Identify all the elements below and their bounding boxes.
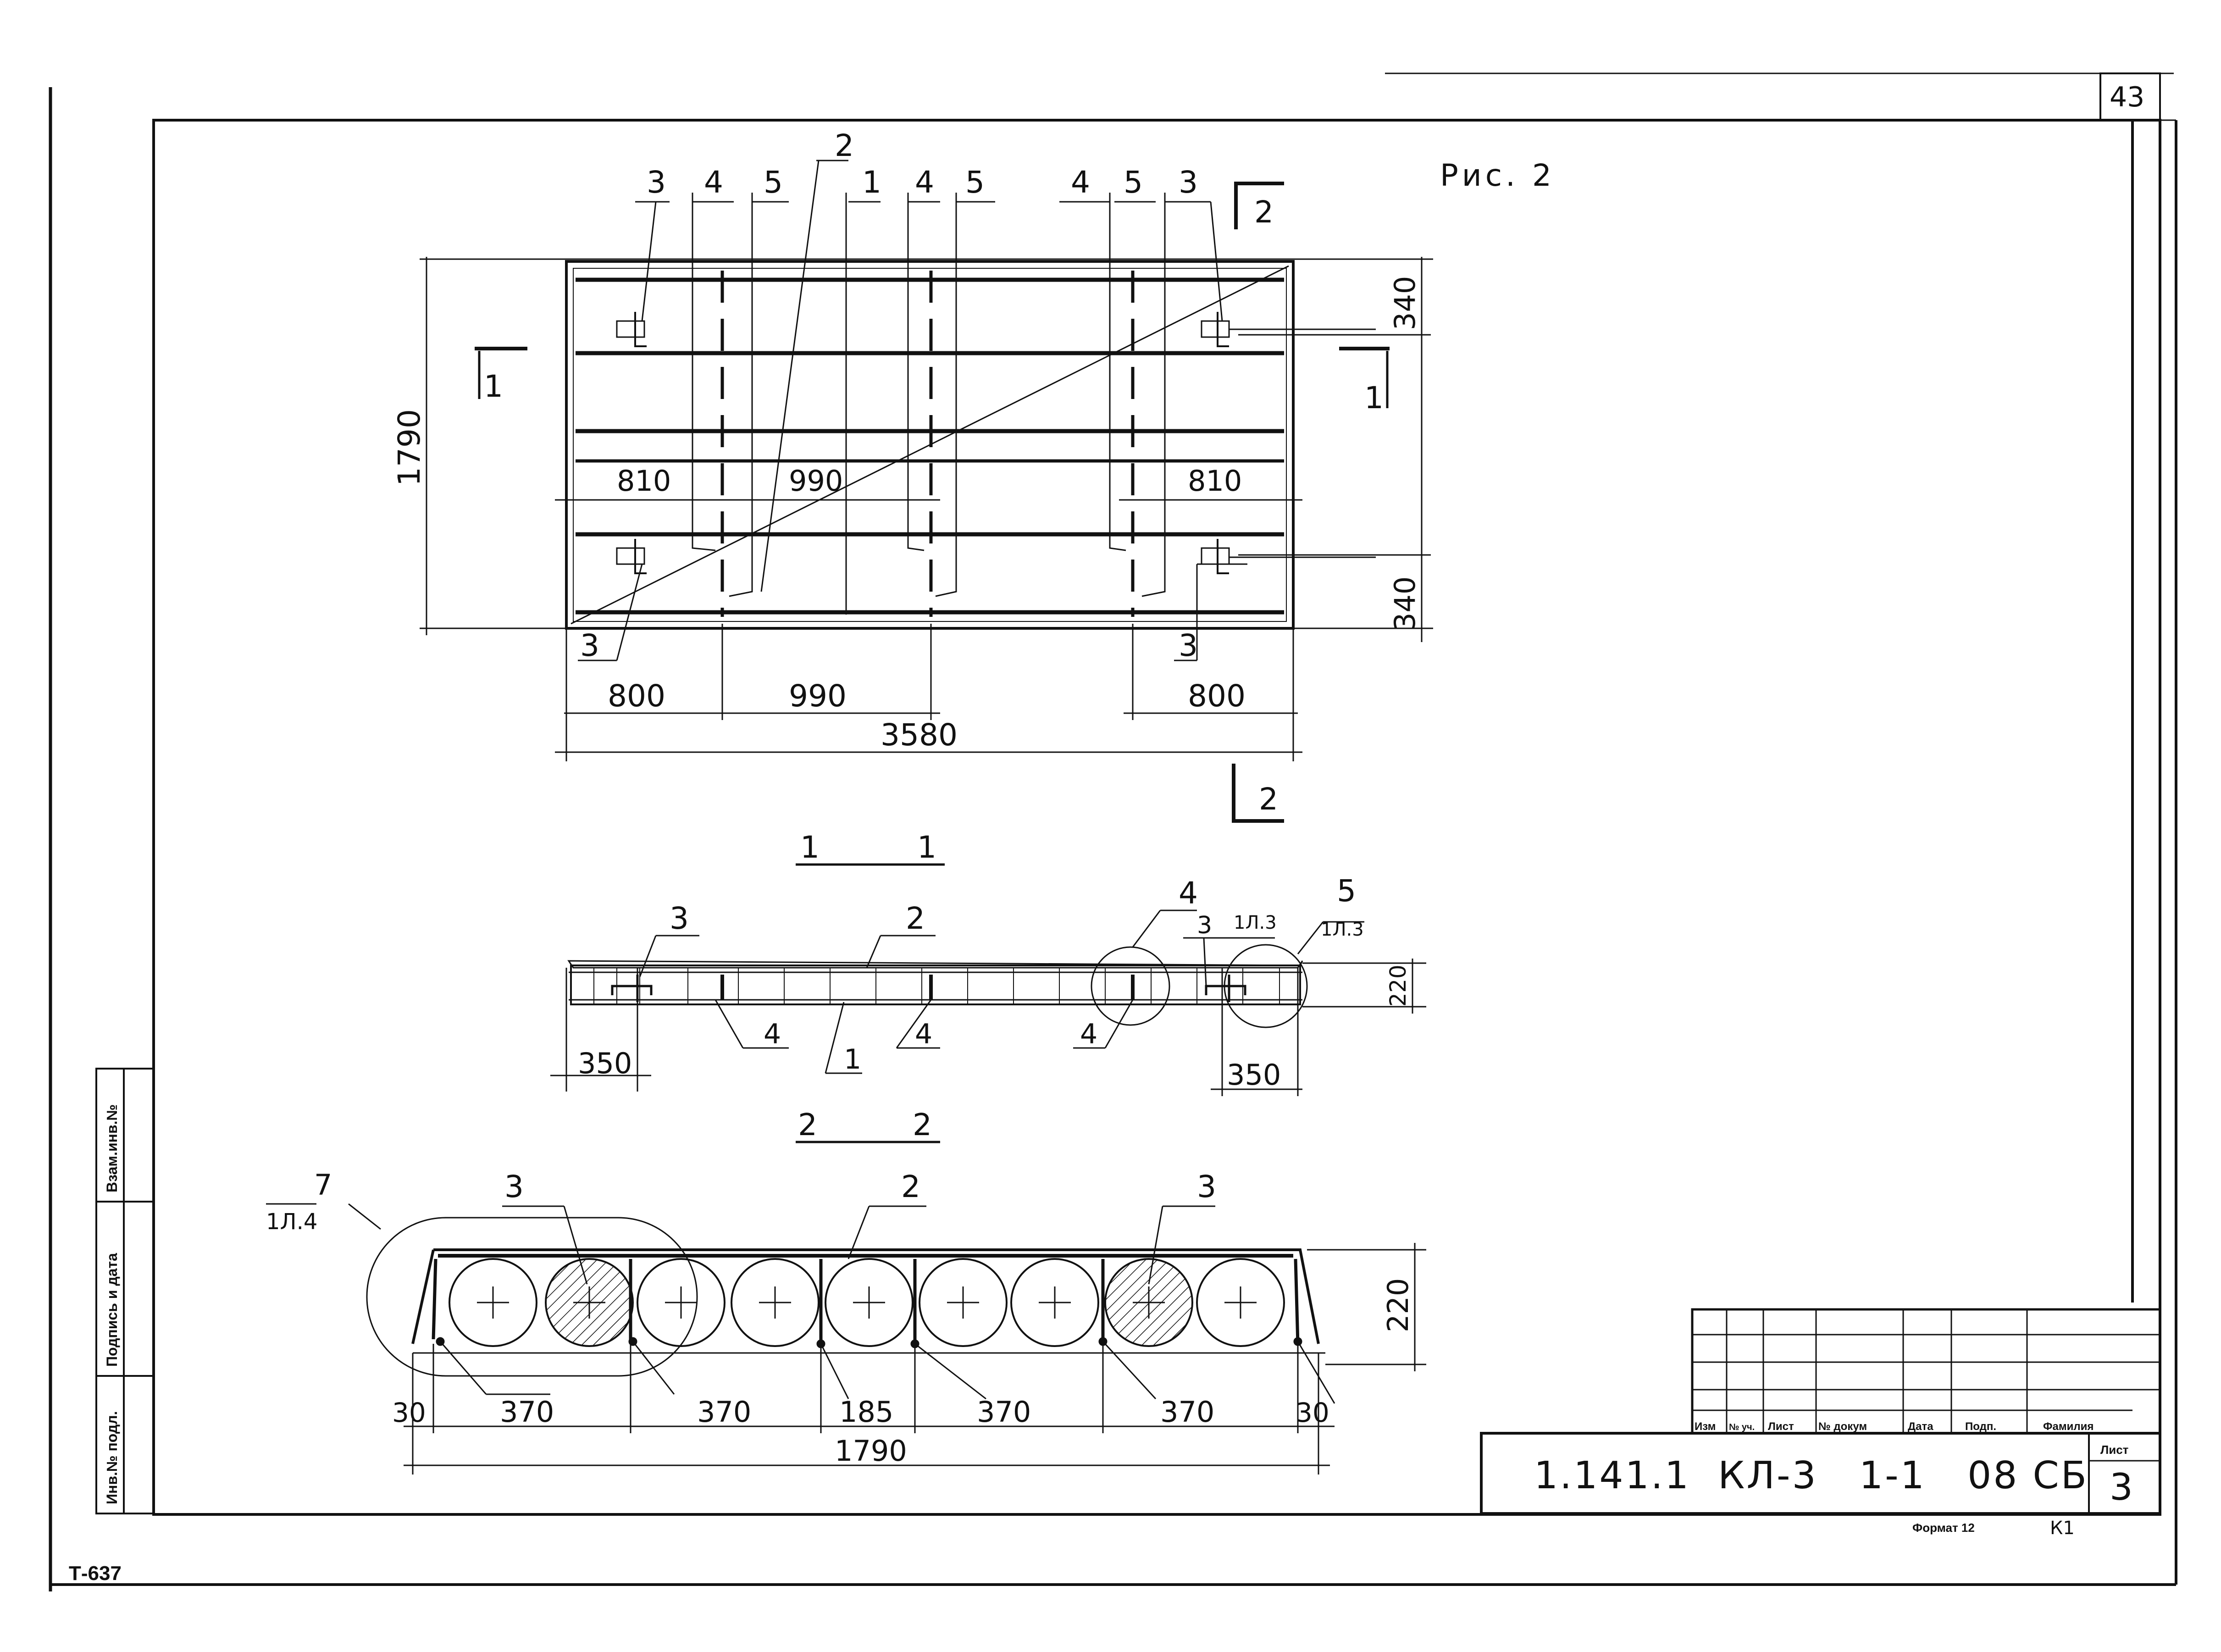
- side-stamp-field-replacement: Взам.инв.№: [104, 1104, 120, 1192]
- title-sheet-number: 3: [2110, 1466, 2133, 1508]
- section-1-1-callout-4-a: 4: [764, 1018, 781, 1050]
- section-2-2-overall-width: 1790: [835, 1434, 907, 1468]
- section-1-1-node-4: 4: [1179, 876, 1198, 911]
- section-1-1-callout-2: 2: [906, 901, 925, 936]
- title-sheet-label: Лист: [2100, 1443, 2129, 1457]
- corner-mark: К1: [2050, 1518, 2075, 1539]
- plan-callout-4b: 4: [915, 165, 934, 200]
- plan-view: [420, 160, 1433, 823]
- title-col-familiya: Фамилия: [2043, 1420, 2094, 1433]
- plan-overall-length: 3580: [881, 717, 958, 753]
- section-2-2-callout-7: 7: [314, 1168, 332, 1202]
- stamp-code: Т-637: [69, 1562, 122, 1585]
- plan-callout-2: 2: [835, 128, 854, 163]
- section-2-2-dim-30-left: 30: [392, 1397, 426, 1428]
- plan-edge-right-bottom: 340: [1388, 577, 1422, 631]
- plan-section-mark-top: 2: [1254, 194, 1274, 230]
- plan-inner-dim-810-left: 810: [617, 464, 671, 498]
- plan-callout-3-right: 3: [1179, 165, 1198, 200]
- plan-section-mark-left: 1: [484, 369, 503, 404]
- section-2-2-dim-370-b: 370: [697, 1395, 751, 1429]
- section-2-2-dim-370-c: 370: [977, 1395, 1031, 1429]
- page-number: 43: [2110, 81, 2144, 113]
- section-2-2-dim-30-right: 30: [1296, 1397, 1329, 1428]
- side-stamp: [95, 1068, 155, 1514]
- section-2-2-callout-3-left: 3: [504, 1169, 524, 1204]
- section-1-1-edge-left: 350: [578, 1047, 632, 1080]
- plan-callout-5c: 5: [1124, 165, 1143, 200]
- section-2-2-height: 220: [1381, 1278, 1415, 1332]
- plan-callout-4: 4: [704, 165, 723, 200]
- side-stamp-field-inv: Инв.№ подл.: [104, 1411, 120, 1504]
- plan-callout-4c: 4: [1071, 165, 1090, 200]
- section-2-2-dim-185: 185: [839, 1395, 893, 1429]
- section-2-2-callout-3-right: 3: [1197, 1169, 1216, 1204]
- plan-callout-1: 1: [862, 165, 881, 200]
- plan-bottom-dim-990: 990: [789, 678, 847, 714]
- title-col-izm: Изм: [1695, 1420, 1716, 1433]
- plan-inner-dim-810-right: 810: [1188, 464, 1242, 498]
- section-1-1-callout-3: 3: [670, 901, 689, 936]
- title-col-data: Дата: [1908, 1420, 1933, 1433]
- title-designation: 1.141.1 КЛ-3 1-1 08 СБ: [1534, 1454, 2088, 1497]
- format-label: Формат 12: [1912, 1521, 1975, 1535]
- plan-bottom-dim-800-left: 800: [608, 678, 665, 714]
- section-1-1-node-3: 3: [1197, 912, 1212, 939]
- title-col-uch: № уч.: [1729, 1422, 1755, 1432]
- section-1-1-title-left: 1: [800, 830, 820, 865]
- section-1-1-node-5: 5: [1337, 873, 1356, 909]
- plan-bottom-dim-800-right: 800: [1188, 678, 1246, 714]
- section-2-2-title-left: 2: [798, 1107, 817, 1142]
- side-stamp-field-signature: Подпись и дата: [104, 1253, 120, 1367]
- plan-inner-dim-990: 990: [789, 464, 843, 498]
- figure-label: Рис. 2: [1440, 158, 1555, 193]
- section-2-2-dim-370-a: 370: [500, 1395, 554, 1429]
- plan-callout-3-left: 3: [647, 165, 666, 200]
- section-1-1-node-5-ref: 1Л.3: [1321, 919, 1364, 940]
- section-2-2-callout-2: 2: [901, 1169, 920, 1204]
- section-1-1-callout-4-b: 4: [915, 1018, 932, 1050]
- section-1-1-height: 220: [1385, 965, 1411, 1007]
- section-1-1-edge-right: 350: [1227, 1058, 1281, 1092]
- section-1-1-callout-4-c: 4: [1080, 1018, 1097, 1050]
- title-col-podp: Подп.: [1965, 1420, 1996, 1433]
- plan-callout-5b: 5: [965, 165, 985, 200]
- plan-overall-height: 1790: [392, 409, 427, 486]
- plan-section-mark-right: 1: [1364, 380, 1384, 416]
- section-1-1-node-3-ref: 1Л.3: [1234, 912, 1277, 933]
- plan-edge-right-top: 340: [1388, 276, 1422, 330]
- section-2-2: [266, 1141, 1426, 1475]
- section-2-2-dim-370-d: 370: [1160, 1395, 1214, 1429]
- title-block: [1480, 1308, 2161, 1515]
- section-1-1-title-right: 1: [917, 830, 936, 865]
- plan-section-mark-bottom: 2: [1259, 782, 1278, 817]
- title-col-dokum: № докум: [1818, 1420, 1867, 1433]
- section-1-1: [550, 863, 1426, 1096]
- title-col-list: Лист: [1768, 1420, 1794, 1433]
- plan-callout-3-bottom-right: 3: [1179, 628, 1198, 663]
- section-2-2-title-right: 2: [913, 1107, 932, 1142]
- section-2-2-node-7-ref: 1Л.4: [266, 1209, 317, 1235]
- plan-callout-3-bottom-left: 3: [580, 628, 599, 663]
- sheet-frame: [49, 72, 2177, 1591]
- plan-callout-5: 5: [764, 165, 783, 200]
- section-1-1-callout-1: 1: [844, 1043, 861, 1075]
